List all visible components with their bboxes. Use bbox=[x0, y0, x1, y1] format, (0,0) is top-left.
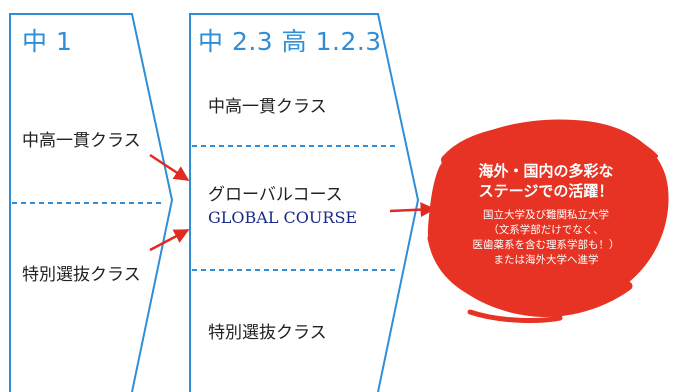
column-1-heading: 中 1 bbox=[22, 27, 73, 56]
column-1-shape bbox=[9, 13, 174, 392]
results-line-2: （文系学部だけでなく、 bbox=[488, 224, 604, 236]
column-2-shape bbox=[189, 13, 420, 392]
results-title-1: 海外・国内の多彩な bbox=[478, 162, 614, 180]
class-special-right: 特別選抜クラス bbox=[208, 323, 327, 343]
results-line-3: 医歯薬系を含む理系学部も！） bbox=[472, 239, 620, 251]
results-blob bbox=[427, 119, 669, 323]
class-integrated-left: 中高一貫クラス bbox=[22, 131, 141, 151]
arrow-special-to-global bbox=[149, 228, 190, 252]
results-line-4: または海外大学へ進学 bbox=[493, 254, 599, 266]
results-title-2: ステージでの活躍！ bbox=[478, 182, 614, 200]
class-special-left: 特別選抜クラス bbox=[22, 265, 141, 285]
global-course-ja: グローバルコース bbox=[208, 185, 343, 205]
column-2-heading: 中 2.3 高 1.2.3 bbox=[198, 27, 382, 56]
arrow-global-to-results bbox=[389, 202, 436, 218]
arrow-integrated-to-global bbox=[149, 153, 190, 182]
global-course-en: GLOBAL COURSE bbox=[208, 208, 358, 227]
results-line-1: 国立大学及び難関私立大学 bbox=[483, 209, 609, 221]
class-integrated-right: 中高一貫クラス bbox=[208, 97, 327, 117]
